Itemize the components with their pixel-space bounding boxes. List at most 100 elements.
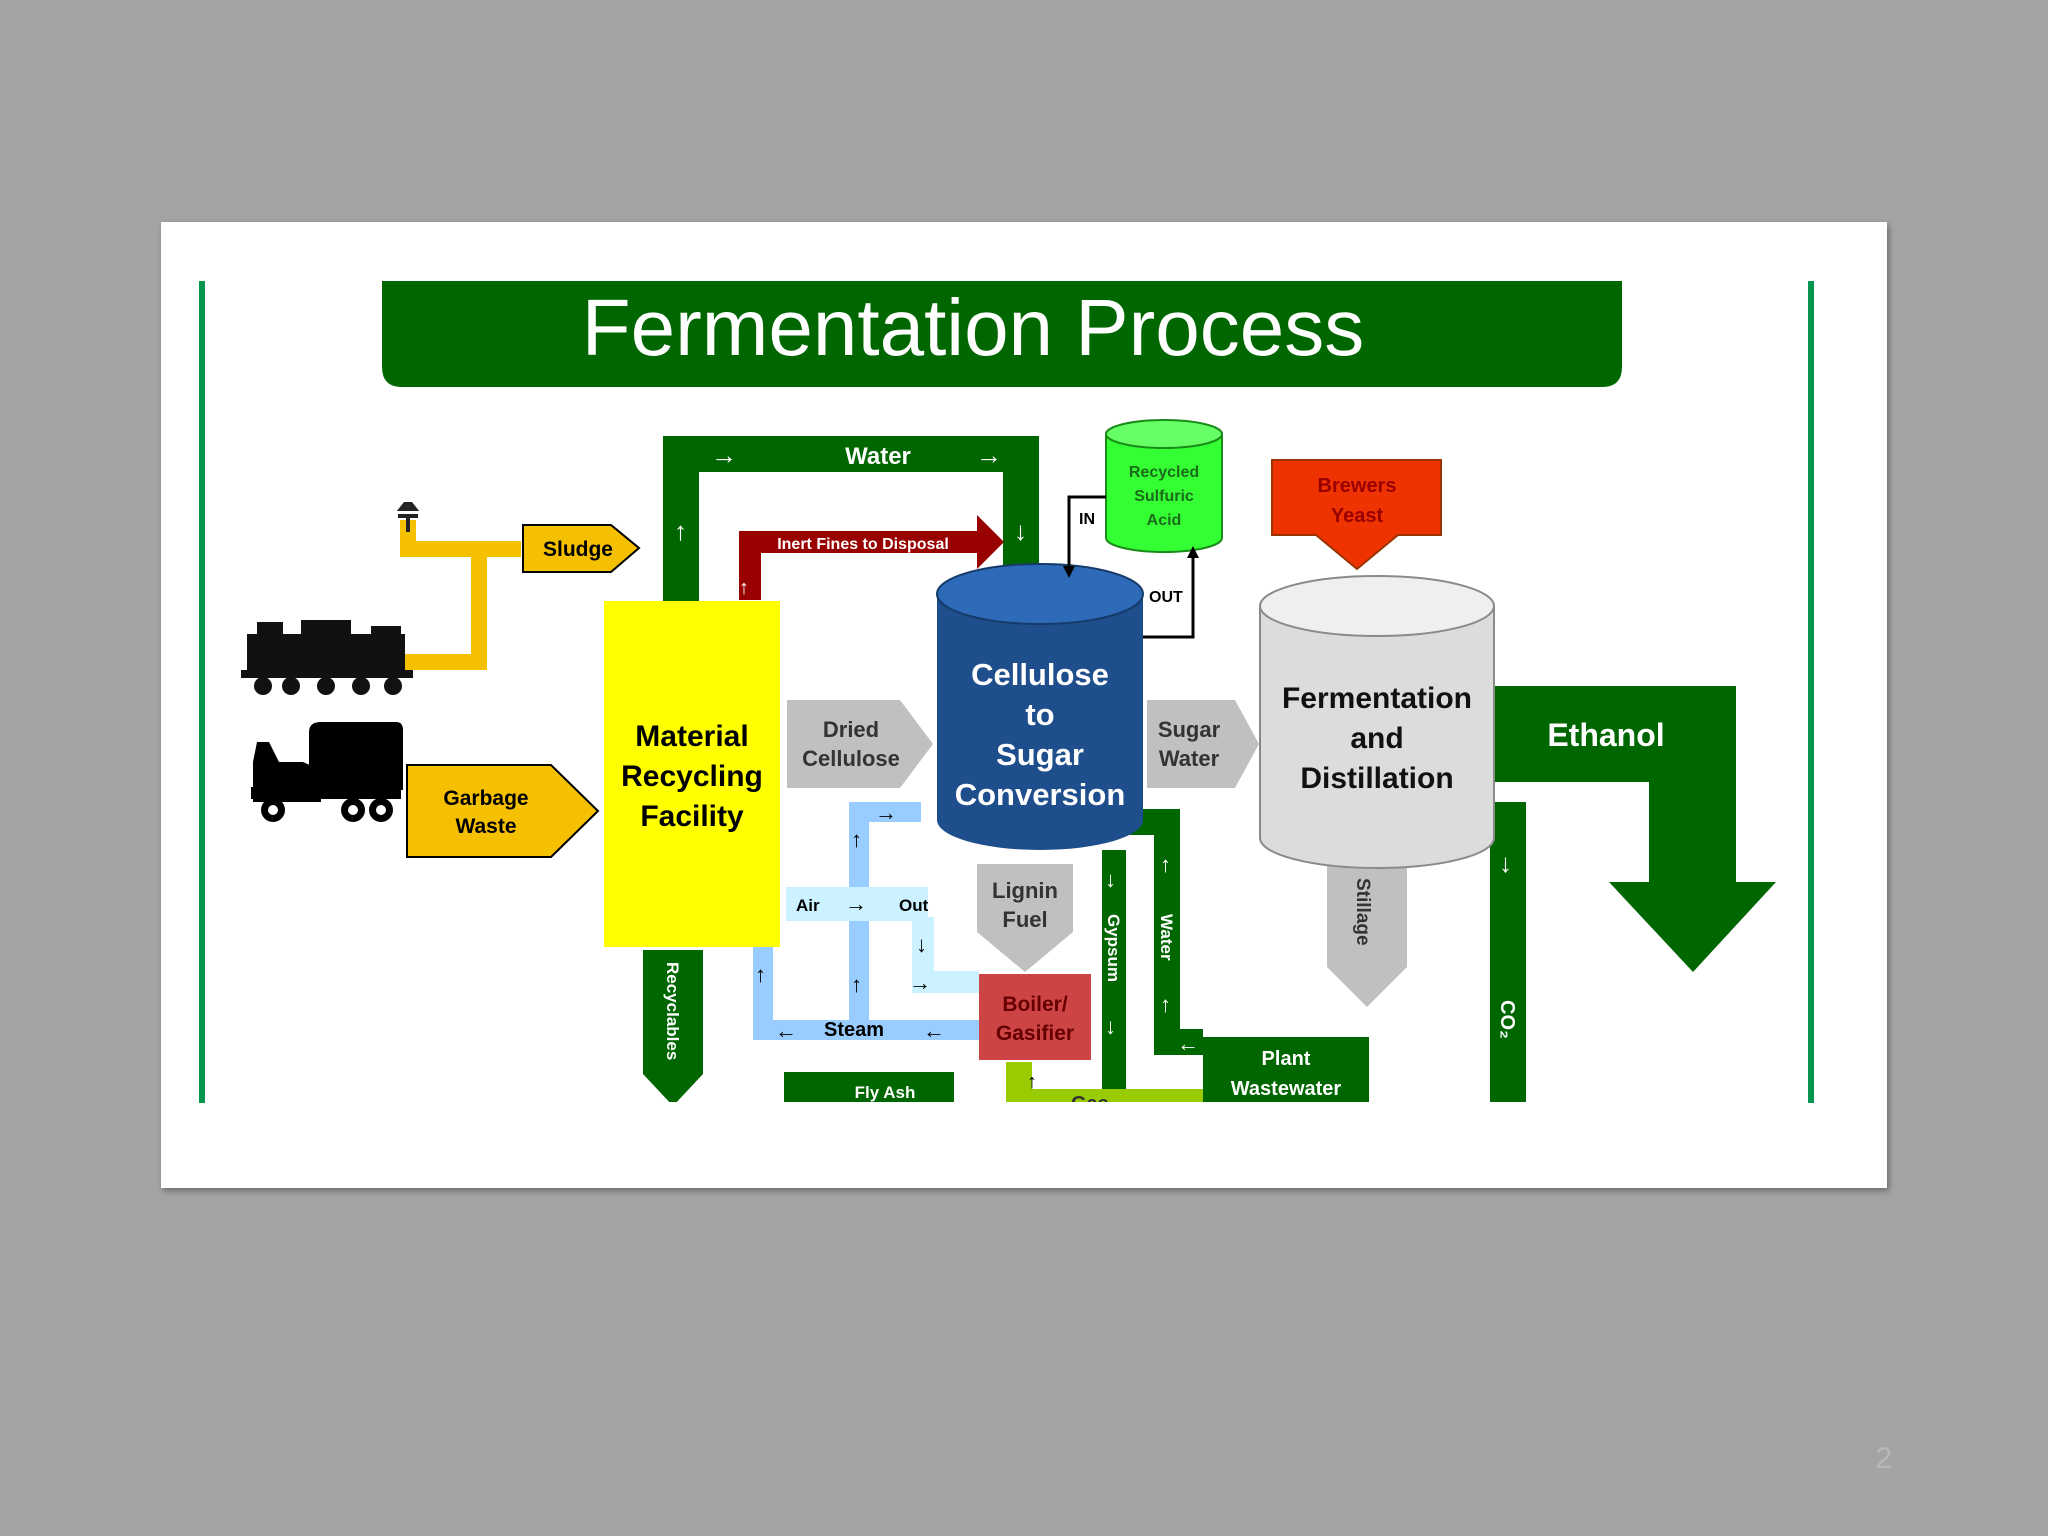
garbage-truck-icon (251, 722, 403, 822)
fermentation-tank (1259, 605, 1495, 869)
dried-cellulose-arrow (787, 700, 933, 788)
boiler-line1: Boiler/ (1002, 993, 1068, 1016)
valve-icon (396, 502, 420, 532)
gypsum-pipe (1102, 850, 1126, 1102)
arrow-right-icon: → (845, 891, 867, 916)
sugar-water-arrow (1147, 700, 1259, 788)
acid-tank-top (1105, 419, 1223, 449)
arrow-right-icon: → (711, 440, 737, 470)
slide-title: Fermentation Process (582, 283, 1365, 372)
arrow-right-icon: → (875, 800, 897, 825)
brewers-yeast-line1: Brewers (1318, 475, 1397, 497)
fly-ash-pipe (784, 1072, 954, 1102)
sugar-water-line2: Water (1159, 746, 1220, 771)
acid-in-arrowhead (1063, 566, 1075, 578)
gas-label: Gas (1071, 1093, 1109, 1115)
arrow-left-icon: ← (775, 1018, 797, 1043)
frame-line-right (1808, 281, 1814, 1103)
arrow-right-icon: → (976, 440, 1002, 470)
fermentation-diagram: Fermentation Process Water → → ↑ ↓ Ethan… (199, 281, 1814, 1115)
dried-cellulose-line2: Cellulose (802, 746, 900, 771)
acid-in-line (1067, 495, 1106, 572)
plant-wastewater-line2: Wastewater (1231, 1078, 1342, 1100)
conversion-line4: Conversion (955, 777, 1126, 812)
arrow-up-icon: ↑ (851, 972, 862, 997)
fermentation-line1: Fermentation (1282, 682, 1472, 715)
material-recycling-facility (604, 601, 780, 947)
lignin-fuel-line1: Lignin (992, 878, 1058, 903)
arrow-left-icon: ← (1177, 1031, 1199, 1056)
arrow-up-icon: ↑ (1160, 852, 1171, 877)
frame-line-left (199, 281, 205, 1103)
stillage-arrow (1327, 862, 1407, 1007)
sugar-water-line1: Sugar (1158, 717, 1221, 742)
acid-line1: Recycled (1129, 464, 1199, 481)
boiler-gasifier (979, 974, 1091, 1060)
sludge-label: Sludge (543, 538, 613, 561)
plant-wastewater-line1: Plant (1262, 1048, 1311, 1070)
dried-cellulose-line1: Dried (823, 717, 879, 742)
gypsum-label: Gypsum (1104, 914, 1123, 982)
garbage-waste-line1: Garbage (443, 787, 528, 810)
facility-line1: Material (635, 720, 748, 753)
recyclables-arrow (643, 950, 703, 1102)
fly-ash-label: Fly Ash (855, 1083, 916, 1102)
arrow-down-icon: ↓ (1105, 867, 1116, 892)
arrow-up-icon: ↑ (851, 827, 862, 852)
arrow-up-icon: ↑ (674, 516, 687, 546)
slide: Fermentation Process Water → → ↑ ↓ Ethan… (161, 222, 1887, 1188)
arrow-up-icon: ↑ (1160, 992, 1171, 1017)
air-label: Air (796, 896, 820, 915)
acid-out-label: OUT (1149, 589, 1183, 606)
sludge-tag (522, 524, 641, 573)
arrow-left-icon: ← (923, 1018, 945, 1043)
train-icon (241, 620, 413, 695)
stillage-label: Stillage (1352, 878, 1373, 946)
cellulose-tank-top (936, 563, 1144, 625)
inert-fines-label: Inert Fines to Disposal (777, 536, 949, 553)
page-number: 2 (1875, 1442, 1892, 1475)
arrow-down-icon: ↓ (1499, 848, 1512, 878)
water-side-label: Water (1157, 914, 1176, 961)
arrow-up-icon: ↑ (1027, 1071, 1037, 1093)
air-out-box (786, 887, 928, 921)
acid-line3: Acid (1147, 512, 1182, 529)
brewers-yeast-line2: Yeast (1331, 505, 1384, 527)
arrow-left-icon: ← (1173, 1093, 1193, 1115)
facility-line2: Recycling (621, 760, 763, 793)
co2-pipe (1490, 802, 1526, 1102)
garbage-waste-line2: Waste (455, 815, 516, 838)
cellulose-conversion-tank (937, 594, 1143, 850)
fermentation-tank-top (1259, 575, 1495, 637)
inert-fines-arrow (739, 515, 1004, 600)
ethanol-arrow (1488, 686, 1776, 972)
fermentation-line2: and (1350, 722, 1403, 755)
steam-loop (753, 917, 979, 1040)
arrow-down-icon: ↓ (1014, 516, 1027, 546)
arrow-down-icon: ↓ (916, 932, 927, 957)
acid-in-label: IN (1079, 511, 1095, 528)
gas-pipe (1006, 1062, 1203, 1102)
arrow-up-icon: ↑ (739, 577, 749, 599)
facility-line3: Facility (640, 800, 744, 833)
arrow-right-icon: → (909, 970, 931, 995)
co2-label: CO₂ (1496, 1000, 1518, 1039)
arrow-down-icon: ↓ (1105, 1014, 1116, 1039)
lignin-fuel-line2: Fuel (1002, 907, 1047, 932)
acid-out-line (1143, 552, 1195, 639)
plant-wastewater-box (1203, 1037, 1369, 1102)
acid-out-arrowhead (1187, 546, 1199, 558)
brewers-yeast-arrow (1271, 459, 1442, 571)
acid-tank (1105, 433, 1223, 553)
air-pipe-vertical (849, 802, 921, 1027)
boiler-line2: Gasifier (996, 1022, 1074, 1045)
sludge-pipe (400, 520, 521, 670)
lignin-fuel-arrow (977, 864, 1073, 972)
out-label: Out (899, 896, 929, 915)
conversion-line3: Sugar (996, 737, 1084, 772)
conversion-line2: to (1025, 697, 1054, 732)
water-top-label: Water (845, 443, 911, 470)
acid-line2: Sulfuric (1134, 488, 1194, 505)
garbage-waste-tag (406, 764, 600, 858)
ethanol-label: Ethanol (1547, 717, 1664, 753)
